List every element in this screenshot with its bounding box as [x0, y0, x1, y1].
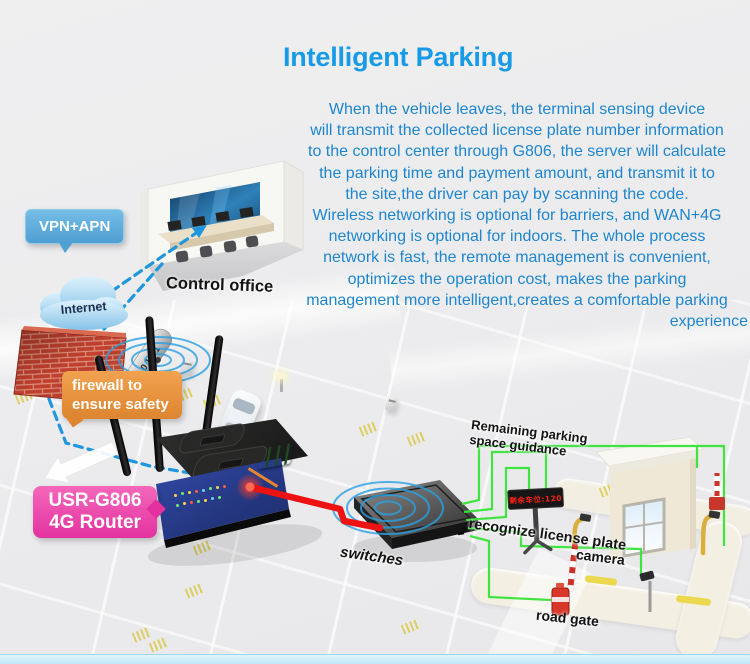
- router-led-indicators: [176, 504, 179, 507]
- bottom-border: [0, 654, 750, 664]
- lamp-post: [280, 378, 283, 392]
- wall-screen: [170, 182, 260, 238]
- lamp-light: [275, 372, 287, 380]
- router-led-indicators: [174, 494, 177, 497]
- vpn-apn-text: VPN+APN: [39, 218, 111, 235]
- office-chairs: [175, 235, 259, 263]
- page-title: Intelligent Parking: [283, 42, 514, 72]
- control-office-label: Control office: [165, 274, 274, 296]
- usr-g806-router: [148, 414, 318, 554]
- vpn-apn-callout: VPN+APN: [25, 209, 125, 253]
- dash-arrowhead-icon: [192, 225, 207, 238]
- bubble-tail: [58, 241, 74, 253]
- intro-text: When the vehicle leaves, the terminal se…: [306, 101, 748, 331]
- control-office-room: [140, 160, 304, 291]
- parking-sensor: [179, 359, 195, 376]
- desk-monitors: [167, 206, 254, 231]
